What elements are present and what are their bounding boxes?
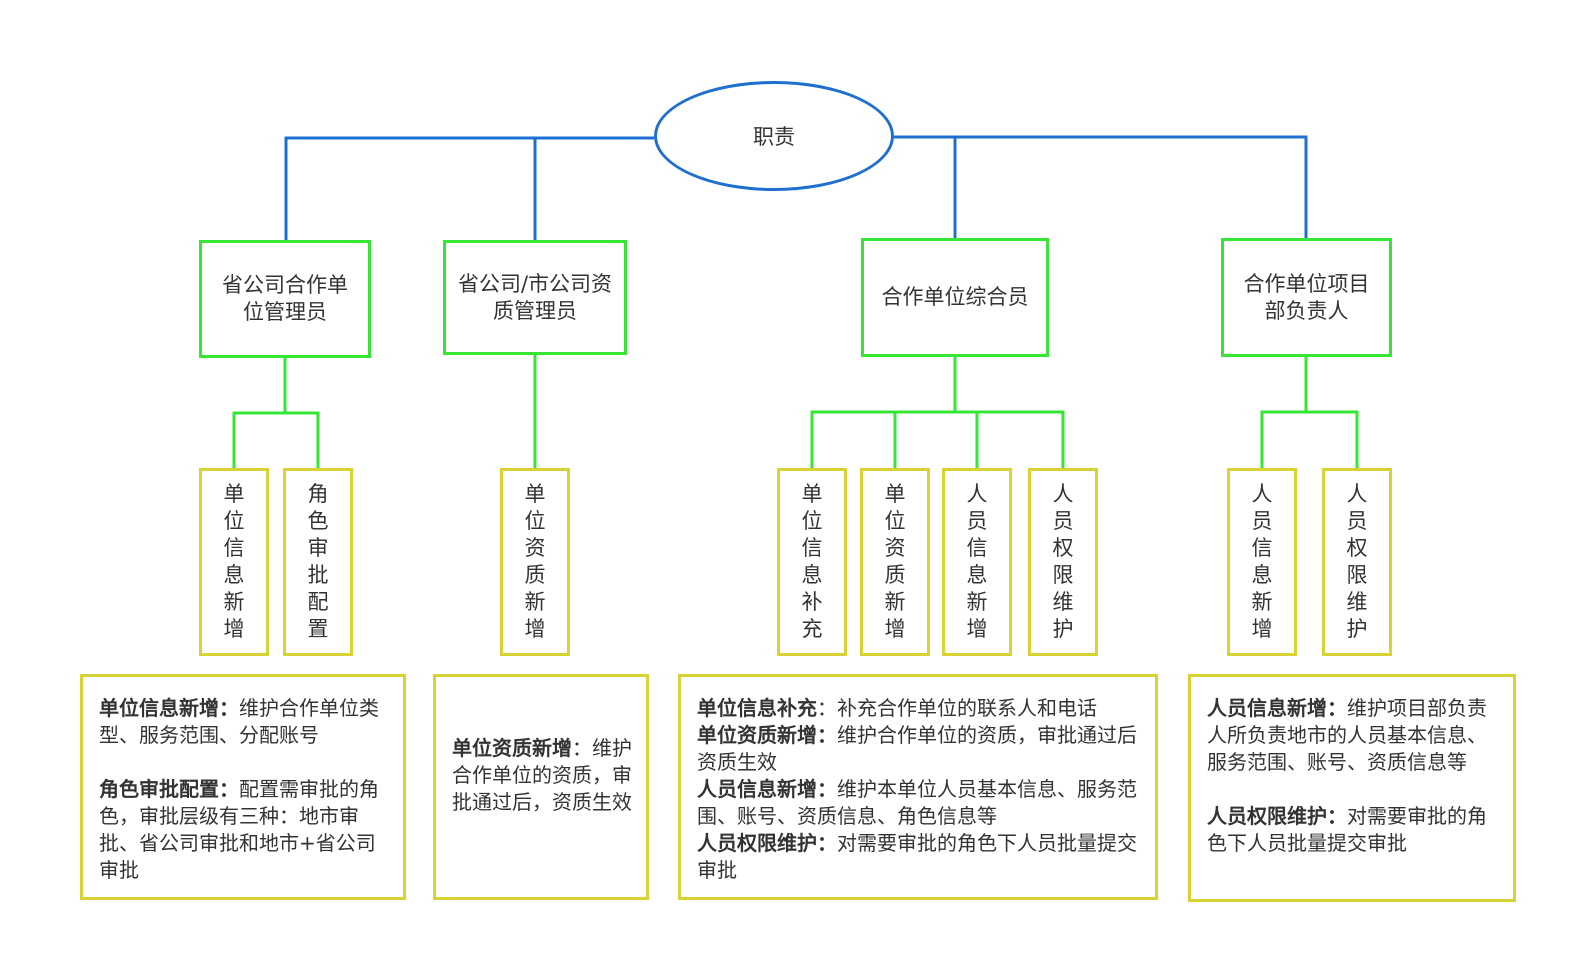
- description-item: 人员权限维护：对需要审批的角色下人员批量提交审批: [1207, 803, 1499, 857]
- role-label: 合作单位项目部负责人: [1243, 271, 1370, 323]
- task-label: 人员信息新增: [966, 482, 988, 641]
- description-text: ：补充合作单位的联系人和电话: [817, 696, 1097, 720]
- description-box-2: 单位资质新增：维护合作单位的资质，审批通过后，资质生效: [433, 674, 649, 900]
- task-label: 人员信息新增: [1251, 482, 1273, 641]
- description-text: 对需要审批的角色下人员批量提交审批: [1207, 804, 1487, 855]
- description-title: 单位信息补充: [697, 696, 817, 720]
- description-title: 单位资质新增: [452, 736, 572, 760]
- description-text: 对需要审批的角色下人员批量提交审批: [697, 831, 1137, 882]
- description-title: 人员权限维护：: [697, 831, 837, 855]
- description-text: ：维护合作单位的资质，审批通过后，资质生效: [452, 736, 632, 814]
- description-text: 维护项目部负责人所负责地市的人员基本信息、服务范围、账号、资质信息等: [1207, 696, 1487, 774]
- description-title: 单位信息新增：: [99, 696, 239, 720]
- description-item: 人员信息新增：维护项目部负责人所负责地市的人员基本信息、服务范围、账号、资质信息…: [1207, 695, 1499, 776]
- description-title: 人员信息新增：: [697, 777, 837, 801]
- role-label: 省公司/市公司资质管理员: [457, 271, 613, 323]
- task-node: 人员信息新增: [942, 468, 1012, 656]
- description-box-3: 单位信息补充：补充合作单位的联系人和电话 单位资质新增：维护合作单位的资质，审批…: [678, 674, 1158, 900]
- description-item: 人员权限维护：对需要审批的角色下人员批量提交审批: [697, 830, 1141, 884]
- root-node: 职责: [654, 81, 894, 191]
- task-label: 单位信息补充: [801, 482, 823, 641]
- task-label: 单位信息新增: [223, 482, 245, 641]
- description-item: 单位信息新增：维护合作单位类型、服务范围、分配账号: [99, 695, 389, 749]
- task-node: 人员权限维护: [1028, 468, 1098, 656]
- role-label: 省公司合作单位管理员: [222, 273, 348, 324]
- task-node: 单位信息补充: [777, 468, 847, 656]
- root-label: 职责: [753, 125, 795, 149]
- task-label: 角色审批配置: [307, 482, 329, 641]
- description-box-4: 人员信息新增：维护项目部负责人所负责地市的人员基本信息、服务范围、账号、资质信息…: [1188, 674, 1516, 902]
- task-node: 角色审批配置: [283, 468, 353, 656]
- task-node: 人员信息新增: [1227, 468, 1297, 656]
- role-label: 合作单位综合员: [881, 285, 1029, 309]
- description-item: 单位信息补充：补充合作单位的联系人和电话: [697, 695, 1141, 722]
- description-item: 人员信息新增：维护本单位人员基本信息、服务范围、账号、资质信息、角色信息等: [697, 776, 1141, 830]
- description-item: 单位资质新增：维护合作单位的资质，审批通过后，资质生效: [452, 735, 632, 816]
- description-text: 维护合作单位类型、服务范围、分配账号: [99, 696, 379, 747]
- task-node: 单位资质新增: [500, 468, 570, 656]
- task-node: 人员权限维护: [1322, 468, 1392, 656]
- role-node-3: 合作单位综合员: [861, 238, 1049, 357]
- description-title: 人员权限维护：: [1207, 804, 1347, 828]
- description-title: 人员信息新增：: [1207, 696, 1347, 720]
- role-node-4: 合作单位项目部负责人: [1221, 238, 1392, 357]
- task-label: 单位资质新增: [524, 482, 546, 641]
- task-label: 单位资质新增: [884, 482, 906, 641]
- description-text: 维护本单位人员基本信息、服务范围、账号、资质信息、角色信息等: [697, 777, 1137, 828]
- role-node-2: 省公司/市公司资质管理员: [443, 240, 627, 355]
- description-text: 维护合作单位的资质，审批通过后资质生效: [697, 723, 1137, 774]
- task-node: 单位信息新增: [199, 468, 269, 656]
- description-box-1: 单位信息新增：维护合作单位类型、服务范围、分配账号 角色审批配置：配置需审批的角…: [80, 674, 406, 900]
- description-item: 单位资质新增：维护合作单位的资质，审批通过后资质生效: [697, 722, 1141, 776]
- task-label: 人员权限维护: [1052, 482, 1074, 641]
- task-label: 人员权限维护: [1346, 482, 1368, 641]
- description-title: 角色审批配置：: [99, 777, 239, 801]
- description-item: 角色审批配置：配置需审批的角色，审批层级有三种：地市审批、省公司审批和地市+省公…: [99, 776, 389, 884]
- description-text: 配置需审批的角色，审批层级有三种：地市审批、省公司审批和地市+省公司审批: [99, 777, 379, 882]
- task-node: 单位资质新增: [860, 468, 930, 656]
- role-node-1: 省公司合作单位管理员: [199, 240, 371, 358]
- description-title: 单位资质新增：: [697, 723, 837, 747]
